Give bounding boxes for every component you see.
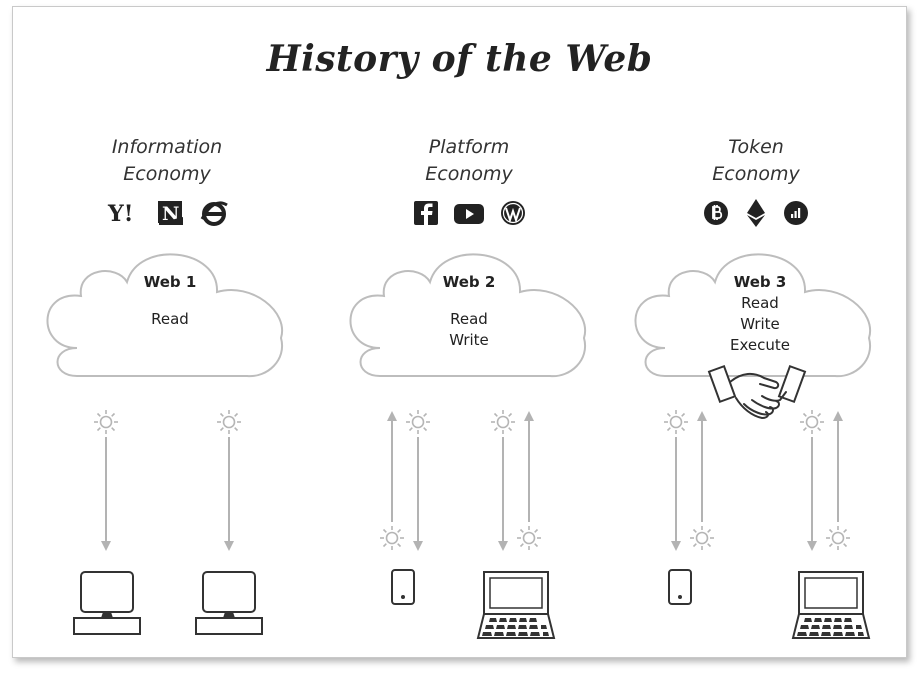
chart-token-icon: [784, 201, 808, 225]
wordpress-icon: [501, 201, 525, 225]
heading-line: Token: [728, 136, 784, 158]
yahoo-text: Y!: [107, 201, 133, 227]
web1-connections: [93, 409, 242, 551]
capability: Read: [741, 294, 779, 312]
heading-line: Economy: [425, 163, 513, 185]
capability: Read: [151, 310, 189, 328]
web1-icons: Y! N: [68, 198, 268, 228]
node-light: [799, 409, 825, 435]
heading-line: Platform: [428, 136, 510, 158]
node-light: [379, 525, 405, 551]
node-light: [216, 409, 242, 435]
facebook-icon: [414, 201, 438, 225]
cloud-title: Web 2: [442, 273, 496, 291]
netscape-icon: N: [158, 201, 183, 225]
diagram-title: History of the Web: [266, 38, 653, 80]
desktop-computer-icon: [195, 571, 263, 635]
handshake-icon: [707, 364, 807, 419]
heading-line: Economy: [123, 163, 211, 185]
node-light: [689, 525, 715, 551]
node-light: [490, 409, 516, 435]
laptop-icon: [477, 571, 555, 639]
mobile-phone-icon: [391, 569, 415, 605]
desktop-computer-icon: [73, 571, 141, 635]
capability: Write: [449, 331, 489, 349]
web1-label: Web 1 Read: [100, 272, 240, 330]
node-light: [405, 409, 431, 435]
node-light: [825, 525, 851, 551]
capability: Read: [450, 310, 488, 328]
cloud-title: Web 1: [143, 273, 197, 291]
bitcoin-icon: [704, 201, 728, 225]
web3-icons: [656, 198, 856, 228]
web3-connections: [663, 409, 851, 551]
column-heading-web3: Token Economy: [646, 134, 866, 188]
ethereum-icon: [747, 199, 765, 227]
node-light: [663, 409, 689, 435]
web3-label: Web 3 Read Write Execute: [690, 272, 830, 356]
capability: Write: [740, 315, 780, 333]
column-heading-web2: Platform Economy: [359, 134, 579, 188]
web2-label: Web 2 Read Write: [399, 272, 539, 351]
heading-line: Economy: [712, 163, 800, 185]
internet-explorer-icon: [200, 201, 228, 226]
cloud-title: Web 3: [733, 273, 787, 291]
node-light: [516, 525, 542, 551]
node-light: [93, 409, 119, 435]
web2-connections: [379, 409, 542, 551]
column-heading-web1: Information Economy: [57, 134, 277, 188]
yahoo-icon: Y!: [107, 201, 133, 227]
laptop-icon: [792, 571, 870, 639]
capability: Execute: [730, 336, 790, 354]
mobile-phone-icon: [668, 569, 692, 605]
youtube-icon: [454, 204, 484, 224]
heading-line: Information: [111, 136, 223, 158]
web2-icons: [370, 198, 570, 228]
